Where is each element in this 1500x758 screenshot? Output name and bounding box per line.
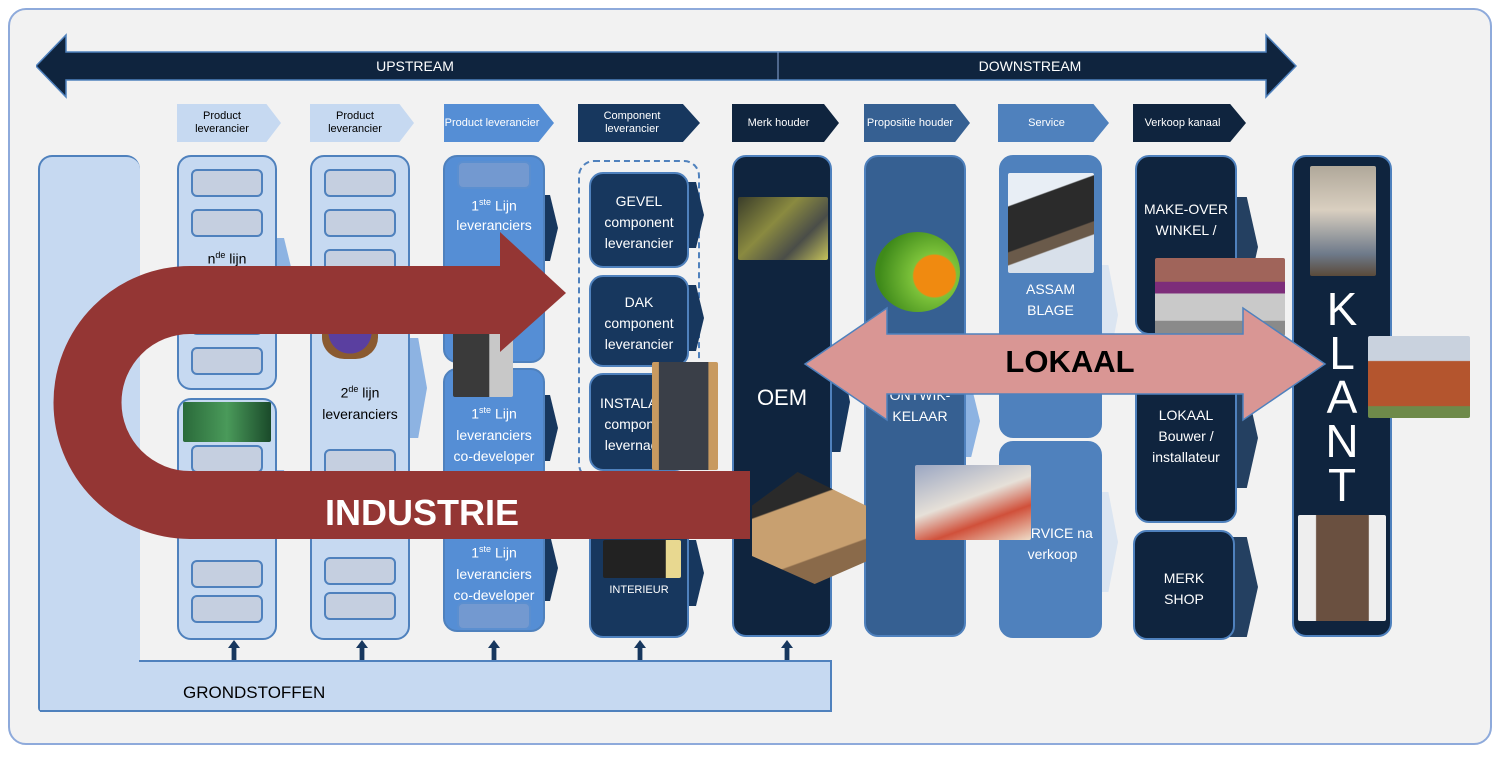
side-arrow — [684, 285, 704, 351]
industrie-arrow-body — [53, 266, 750, 539]
interieur-image — [603, 540, 681, 578]
header-product-leverancier-3: Product leverancier — [444, 104, 554, 142]
supplier-slot — [324, 169, 396, 197]
header-component-leverancier: Component leverancier — [578, 104, 700, 142]
downstream-label: DOWNSTREAM — [978, 58, 1082, 74]
industrie-label: INDUSTRIE — [325, 492, 520, 533]
supplier-slot — [457, 161, 531, 189]
side-arrow — [405, 338, 427, 438]
module-hoist-image — [1008, 173, 1094, 273]
supplier-slot — [324, 209, 396, 237]
door-frame-image — [652, 362, 718, 470]
supplier-slot — [324, 557, 396, 585]
supplier-slot — [324, 592, 396, 620]
header-service: Service — [998, 104, 1109, 142]
apple-orange-image — [875, 232, 960, 312]
grondstoffen-bar — [40, 660, 832, 712]
supplier-slot — [191, 347, 263, 375]
gevel-component-box: GEVEL component leverancier — [589, 172, 689, 268]
service-na-verkoop-label: SERVICE na verkoop — [1012, 525, 1093, 562]
assemblage-label: ASSAM BLAGE — [1025, 281, 1075, 318]
money-houses-image — [915, 465, 1031, 540]
oem-label: OEM — [756, 385, 808, 410]
merk-shop-box: MERK SHOP — [1133, 530, 1235, 640]
header-product-leverancier-2: Product leverancier — [310, 104, 414, 142]
supplier-slot — [191, 169, 263, 197]
nde-lijn-label: nde lijn — [207, 250, 247, 267]
lokaal-bouwer-label: LOKAAL Bouwer / installateur — [1152, 407, 1220, 465]
gevel-label: GEVEL component leverancier — [604, 193, 674, 251]
supplier-slot — [191, 595, 263, 623]
circuit-board-image — [183, 402, 271, 442]
elderly-woman-image — [1310, 166, 1376, 276]
side-arrow — [684, 540, 704, 606]
supplier-slot — [191, 209, 263, 237]
lokaal-label: LOKAAL — [1005, 344, 1135, 379]
grondstoffen-label: GRONDSTOFFEN — [183, 683, 326, 702]
lokaal-arrow — [803, 306, 1327, 422]
front-door-image — [1298, 515, 1386, 621]
house-image — [1368, 336, 1470, 418]
header-merk-houder: Merk houder — [732, 104, 839, 142]
header-verkoop-kanaal: Verkoop kanaal — [1133, 104, 1246, 142]
header-propositie-houder: Propositie houder — [864, 104, 970, 142]
grondstoffen-joint — [40, 657, 139, 663]
merk-shop-label: MERK SHOP — [1163, 570, 1205, 607]
upstream-label: UPSTREAM — [376, 58, 454, 74]
dak-component-box: DAK component leverancier — [589, 275, 689, 367]
header-product-leverancier-1: Product leverancier — [177, 104, 281, 142]
side-arrow — [684, 182, 704, 248]
supplier-slot — [457, 602, 531, 630]
interieur-label: INTERIEUR — [609, 584, 669, 596]
upstream-downstream-arrow — [36, 33, 1298, 99]
supplier-slot — [191, 560, 263, 588]
dak-label: DAK component leverancier — [604, 294, 674, 352]
industrie-arrow-head — [500, 232, 566, 352]
factory-robot-image — [738, 197, 828, 260]
make-over-label: MAKE-OVER WINKEL / — [1143, 201, 1228, 238]
